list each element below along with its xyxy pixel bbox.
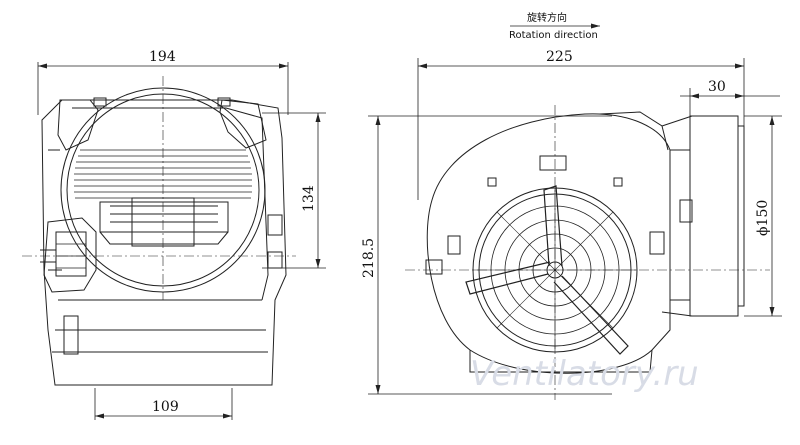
side-mount-brackets	[425, 155, 693, 275]
side-view	[405, 105, 770, 400]
front-bracket-right	[219, 99, 267, 149]
front-view	[22, 76, 296, 386]
front-motor	[99, 201, 229, 233]
side-impeller-arms	[465, 185, 629, 355]
front-height-dim: 134	[301, 185, 317, 212]
side-outlet-dim: 30	[708, 79, 726, 95]
rotation-caption-en: Rotation direction	[509, 30, 598, 41]
front-bracket-left	[57, 99, 99, 151]
side-diameter-dim: ϕ150	[755, 200, 771, 236]
side-dimensions	[368, 58, 782, 395]
side-width-dim: 225	[546, 49, 573, 65]
front-dimensions	[37, 62, 326, 420]
side-height-dim: 218.5	[361, 238, 377, 278]
front-bottom-dim: 109	[152, 399, 179, 415]
front-housing-outline	[41, 99, 287, 386]
rotation-caption-cn: 旋转方向	[527, 11, 567, 24]
rotation-direction-arrow	[510, 23, 600, 29]
watermark-text: Ventilatory.ru	[470, 354, 699, 394]
front-housing-inner-top	[72, 107, 269, 301]
side-scroll-housing	[426, 113, 671, 374]
side-outlet-flange	[689, 115, 739, 317]
front-width-dim: 194	[149, 49, 176, 65]
front-connector	[40, 217, 97, 293]
